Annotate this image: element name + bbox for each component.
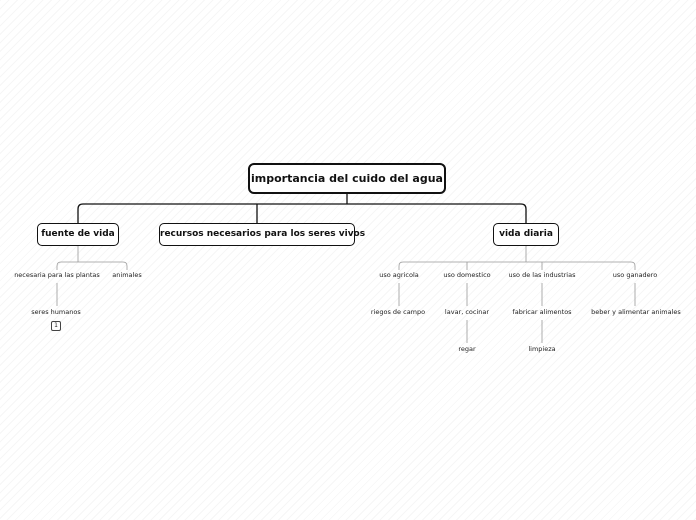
link-vida-to-agricola [398, 261, 526, 270]
subtopic-necesaria-plantas[interactable]: necesaria para las plantas [14, 271, 100, 279]
link-root-to-fuente [77, 203, 347, 223]
root-topic[interactable]: importancia del cuido del agua [248, 163, 446, 194]
subtopic-uso-domestico[interactable]: uso domestico [443, 271, 491, 279]
subtopic-uso-ganadero[interactable]: uso ganadero [612, 271, 658, 279]
link-fuente-to-plantas [56, 261, 78, 270]
link-vida-to-ganadero [526, 261, 636, 270]
subtopic-riegos-de-campo[interactable]: riegos de campo [370, 308, 426, 316]
subtopic-regar[interactable]: regar [458, 345, 476, 353]
link-root-to-vida [347, 203, 527, 223]
subtopic-seres-humanos[interactable]: seres humanos [31, 308, 81, 316]
subtopic-limpieza[interactable]: limpieza [528, 345, 556, 353]
subtopic-uso-agricola[interactable]: uso agricola [379, 271, 419, 279]
note-count-badge[interactable]: 1 [51, 321, 61, 331]
subtopic-fabricar-alimentos[interactable]: fabricar alimentos [512, 308, 572, 316]
subtopic-uso-industrias[interactable]: uso de las industrias [508, 271, 576, 279]
subtopic-animales[interactable]: animales [112, 271, 142, 279]
subtopic-beber-alimentar[interactable]: beber y alimentar animales [591, 308, 681, 316]
link-fuente-to-animales [78, 261, 128, 270]
subtopic-lavar-cocinar[interactable]: lavar, cocinar [444, 308, 490, 316]
topic-fuente-de-vida[interactable]: fuente de vida [37, 223, 119, 246]
topic-recursos-necesarios[interactable]: recursos necesarios para los seres vivos [159, 223, 365, 246]
topic-vida-diaria[interactable]: vida diaria [493, 223, 559, 246]
